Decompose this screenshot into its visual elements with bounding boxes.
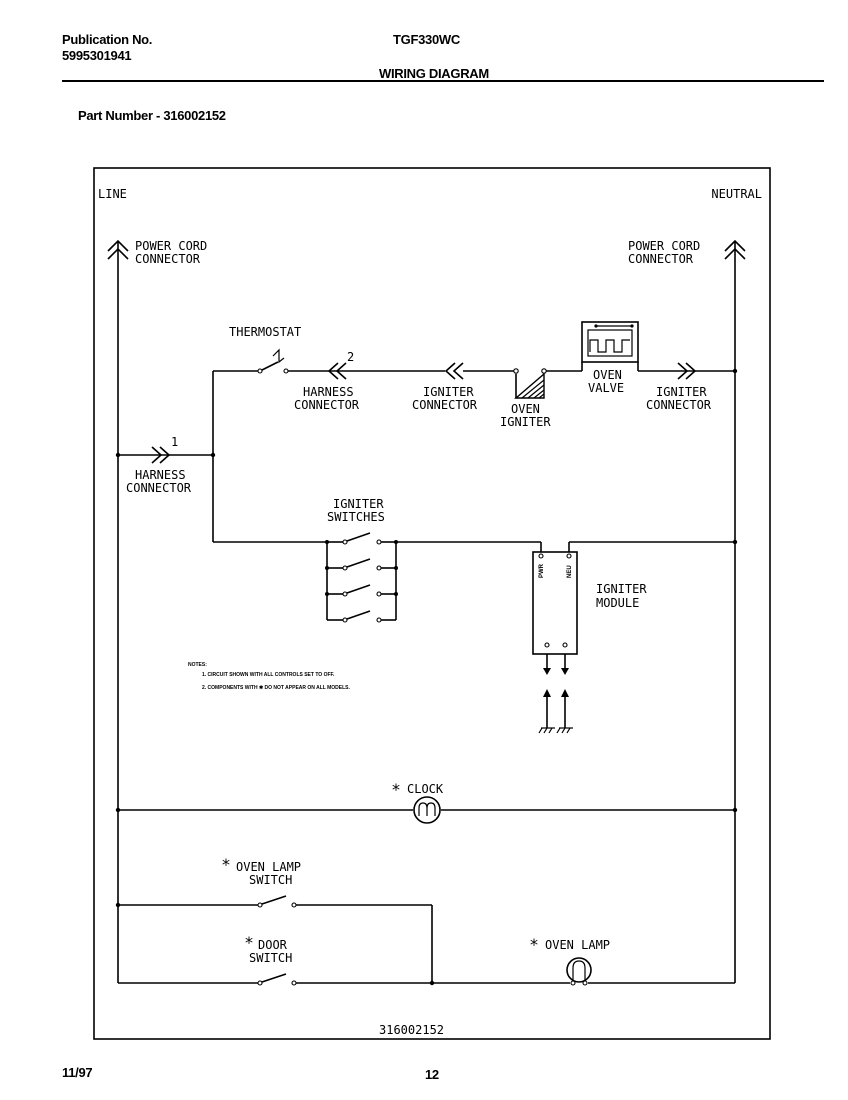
igniter-switch-2	[325, 558, 398, 571]
part-number: Part Number - 316002152	[78, 108, 226, 123]
igniter-connector-left-symbol	[444, 362, 464, 380]
diagram-number: 316002152	[379, 1023, 444, 1037]
harness-left-number: 1	[171, 435, 178, 449]
notes-title: NOTES:	[188, 662, 207, 668]
harness-top-line1: HARNESS	[303, 385, 354, 399]
igniter-switch-4	[327, 610, 396, 623]
clock-star: *	[392, 780, 400, 799]
igniter-module-symbol	[532, 551, 578, 734]
publication-number: 5995301941	[62, 48, 132, 63]
igniter-switches-line2: SWITCHES	[327, 510, 385, 524]
oven-igniter-symbol	[514, 372, 545, 399]
igniter-switch-1	[327, 532, 396, 545]
igniter-module-line1: IGNITER	[596, 582, 647, 596]
module-pin-pwr: PWR	[539, 563, 545, 578]
power-cord-connector-left-symbol	[107, 239, 129, 260]
igniter-conn-right-line2: CONNECTOR	[646, 398, 712, 412]
harness-left-line1: HARNESS	[135, 468, 186, 482]
door-switch-line1: DOOR	[258, 938, 288, 952]
oven-lamp-switch-star: *	[222, 855, 230, 874]
page-title: WIRING DIAGRAM	[379, 66, 489, 81]
igniter-switches-line1: IGNITER	[333, 497, 384, 511]
igniter-conn-right-line1: IGNITER	[656, 385, 707, 399]
harness-top-line2: CONNECTOR	[294, 398, 360, 412]
oven-valve-symbol	[581, 321, 639, 363]
door-switch-symbol	[257, 973, 297, 986]
oven-lamp-switch-symbol	[257, 895, 297, 908]
harness-connector-1-symbol	[151, 446, 171, 464]
oven-lamp-label: OVEN LAMP	[545, 938, 610, 952]
oven-valve-line2: VALVE	[588, 381, 624, 395]
power-cord-right-line1: POWER CORD	[628, 239, 700, 253]
power-cord-left-line1: POWER CORD	[135, 239, 207, 253]
oven-igniter-line1: OVEN	[511, 402, 540, 416]
power-cord-left-line2: CONNECTOR	[135, 252, 201, 266]
clock-label: CLOCK	[407, 782, 444, 796]
igniter-switch-3	[325, 584, 398, 597]
page-number: 12	[425, 1067, 439, 1082]
thermostat-label: THERMOSTAT	[229, 325, 301, 339]
door-switch-star: *	[245, 933, 253, 952]
igniter-conn-left-line1: IGNITER	[423, 385, 474, 399]
module-pin-neu: NEU	[567, 565, 573, 578]
harness-connector-2-symbol	[327, 362, 347, 380]
oven-valve-line1: OVEN	[593, 368, 622, 382]
note-2: 2. COMPONENTS WITH ✱ DO NOT APPEAR ON AL…	[202, 685, 351, 691]
clock-motor-symbol	[413, 796, 441, 824]
footer-date: 11/97	[62, 1065, 93, 1080]
harness-top-number: 2	[347, 350, 354, 364]
header-rule	[62, 80, 824, 82]
power-cord-right-line2: CONNECTOR	[628, 252, 694, 266]
igniter-module-line2: MODULE	[596, 596, 639, 610]
oven-lamp-star: *	[530, 935, 538, 954]
power-cord-connector-right-symbol	[724, 239, 746, 260]
diagram-border	[93, 167, 771, 1040]
harness-left-line2: CONNECTOR	[126, 481, 192, 495]
oven-igniter-line2: IGNITER	[500, 415, 551, 429]
thermostat-symbol	[257, 348, 289, 374]
oven-lamp-switch-line1: OVEN LAMP	[236, 860, 301, 874]
note-1: 1. CIRCUIT SHOWN WITH ALL CONTROLS SET T…	[202, 672, 335, 678]
igniter-conn-left-line2: CONNECTOR	[412, 398, 478, 412]
neutral-label: NEUTRAL	[711, 187, 762, 201]
publication-label: Publication No.	[62, 32, 153, 47]
oven-lamp-symbol	[566, 957, 592, 986]
igniter-connector-right-symbol	[677, 362, 697, 380]
model-number: TGF330WC	[393, 32, 460, 47]
oven-lamp-switch-line2: SWITCH	[249, 873, 292, 887]
door-switch-line2: SWITCH	[249, 951, 292, 965]
line-label: LINE	[98, 187, 127, 201]
